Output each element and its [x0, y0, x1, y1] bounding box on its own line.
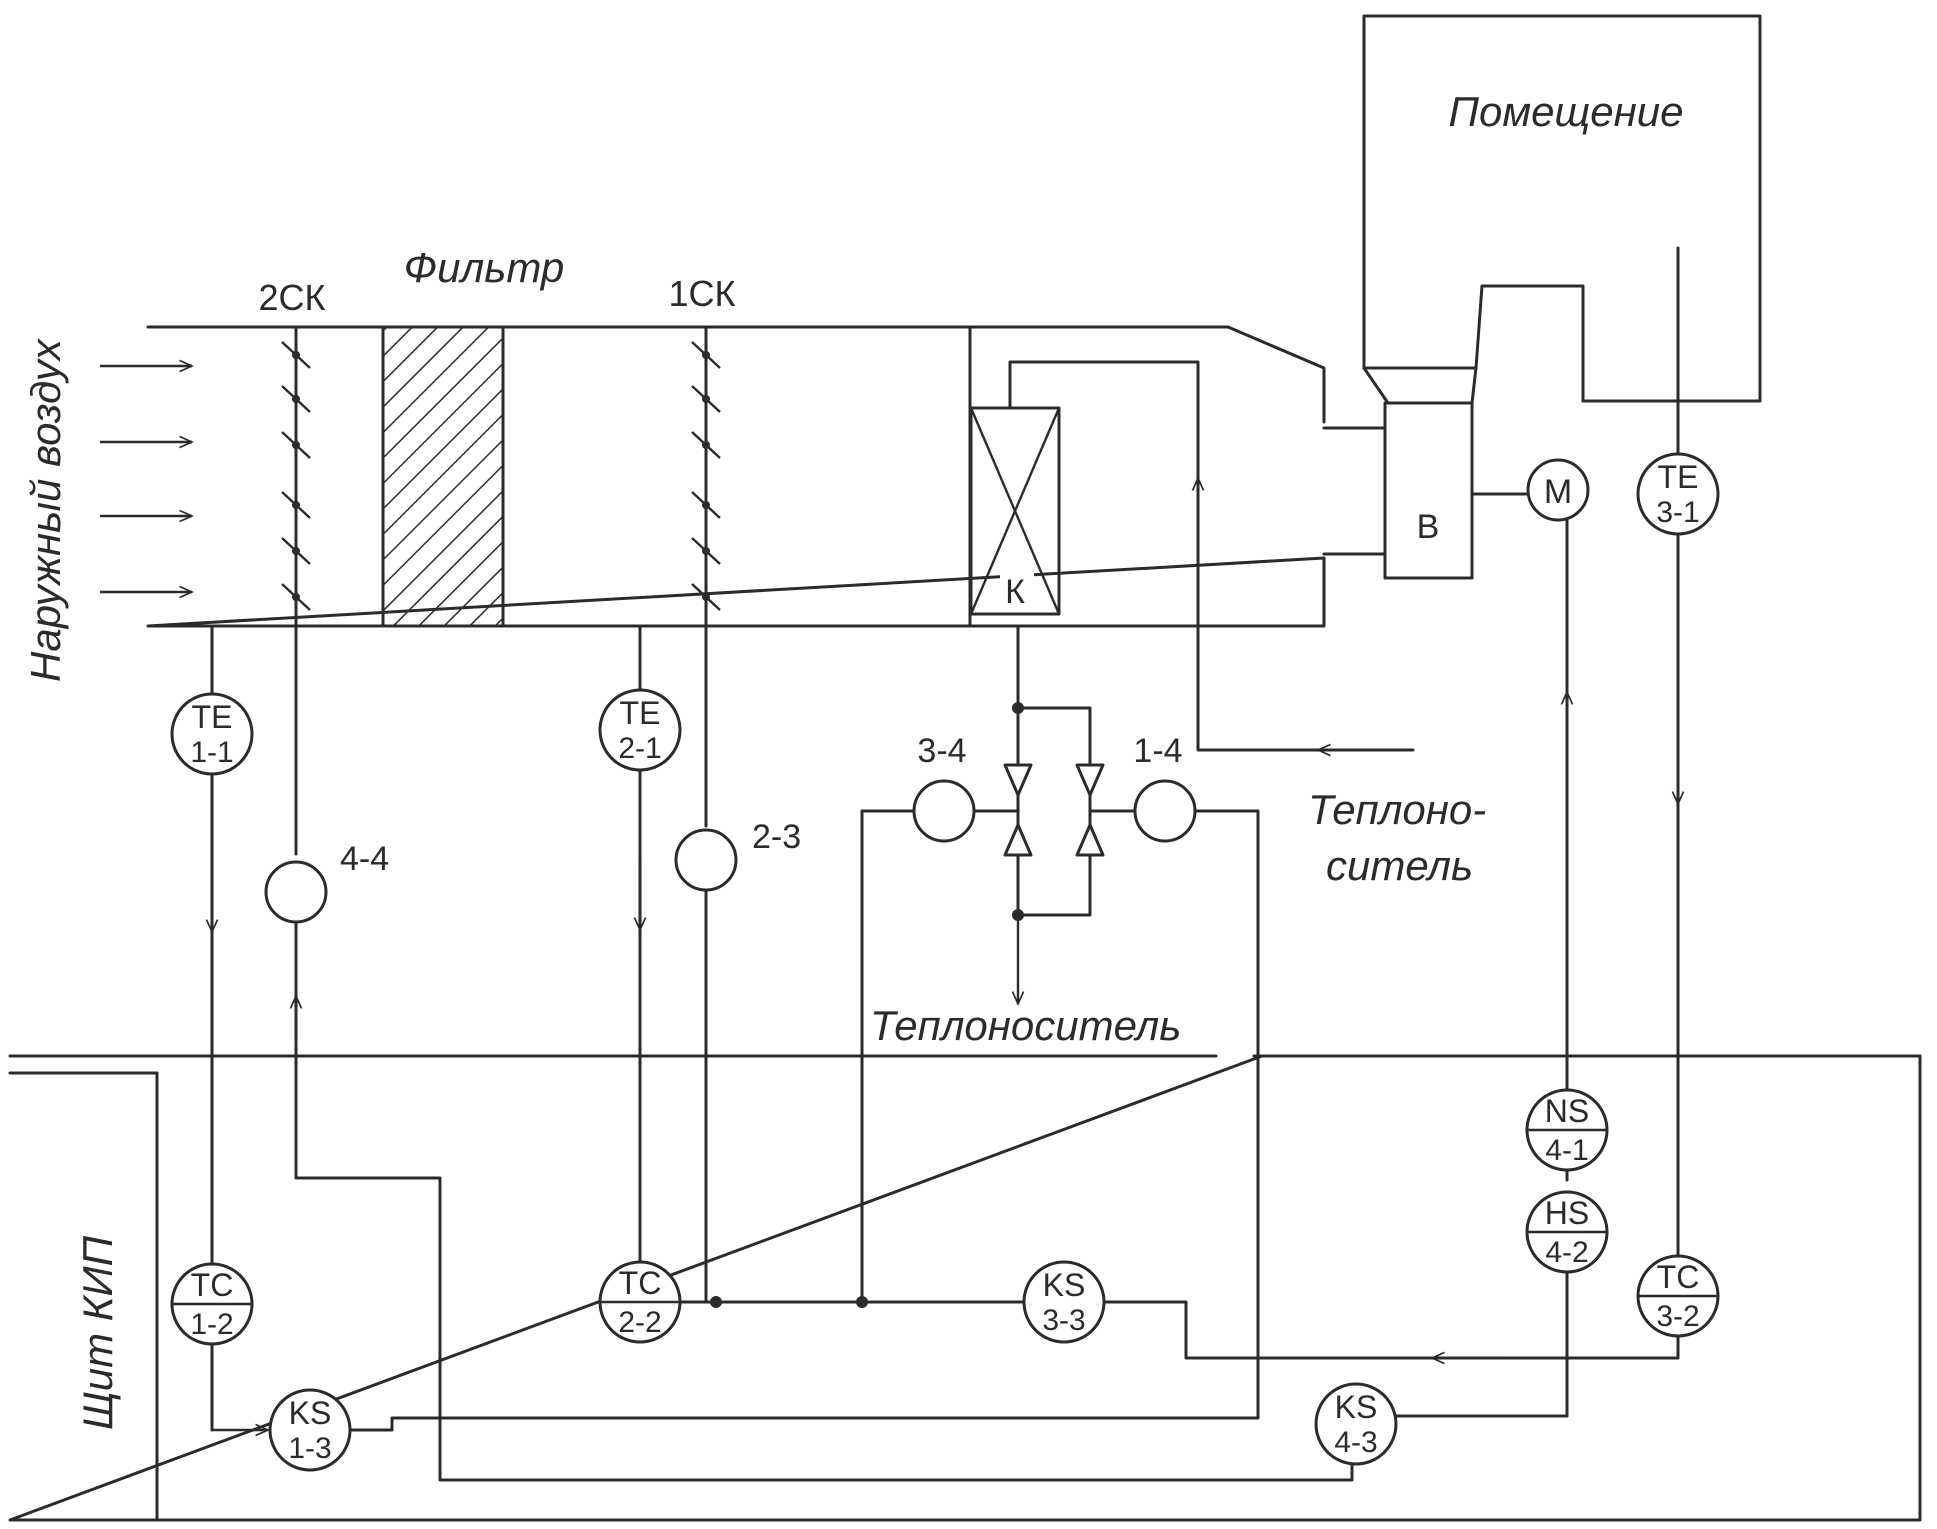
actuator-3-4-label: 3-4 — [917, 732, 966, 770]
svg-text:М: М — [1544, 473, 1572, 511]
instrument-ns-4-1: NS 4-1 — [1525, 1088, 1609, 1172]
panel-label: Щит КИП — [74, 1235, 121, 1430]
actuator-2-3-label: 2-3 — [752, 818, 801, 856]
svg-text:2-1: 2-1 — [618, 732, 661, 765]
instrument-te-1-1: TE 1-1 — [170, 692, 254, 776]
svg-text:KS: KS — [1043, 1267, 1086, 1303]
heater-label: К — [1005, 573, 1025, 611]
outside-air-label: Наружный воздух — [22, 337, 69, 682]
actuator-1-4-label: 1-4 — [1133, 732, 1182, 770]
actuator-2-3 — [674, 828, 738, 892]
air-duct — [146, 325, 1474, 628]
heater — [969, 406, 1061, 616]
svg-text:4-3: 4-3 — [1334, 1426, 1377, 1459]
valve-assembly — [974, 624, 1136, 1004]
damper-2ck-label: 2СК — [259, 277, 326, 318]
svg-text:KS: KS — [1335, 1389, 1378, 1425]
instrument-te-3-1: TE 3-1 — [1636, 452, 1720, 536]
signal-lines — [212, 246, 1678, 1482]
svg-text:TC: TC — [191, 1267, 234, 1303]
room — [1362, 14, 1762, 403]
svg-text:2-2: 2-2 — [618, 1306, 661, 1339]
svg-text:4-2: 4-2 — [1545, 1236, 1588, 1269]
svg-text:3-1: 3-1 — [1656, 496, 1699, 529]
svg-text:TE: TE — [192, 699, 233, 735]
instrument-hs-4-2: HS 4-2 — [1525, 1190, 1609, 1274]
room-label: Помещение — [1449, 88, 1684, 135]
svg-text:1-3: 1-3 — [288, 1432, 331, 1465]
svg-text:KS: KS — [289, 1395, 332, 1431]
actuator-4-4-label: 4-4 — [340, 840, 389, 878]
svg-text:HS: HS — [1545, 1195, 1589, 1231]
motor: М — [1526, 458, 1590, 522]
svg-text:TC: TC — [1657, 1259, 1700, 1295]
actuator-4-4 — [264, 860, 328, 924]
coolant-supply-label-1: Теплоно- — [1308, 786, 1486, 833]
svg-text:TE: TE — [1658, 459, 1699, 495]
svg-text:4-1: 4-1 — [1545, 1134, 1588, 1167]
svg-text:TE: TE — [620, 695, 661, 731]
instrument-tc-2-2: TC 2-2 — [598, 1260, 682, 1344]
actuator-1-4 — [1133, 779, 1197, 843]
svg-text:1-1: 1-1 — [190, 736, 233, 769]
svg-text:3-2: 3-2 — [1656, 1300, 1699, 1333]
filter-label: Фильтр — [404, 244, 564, 291]
instrument-ks-3-3: KS 3-3 — [1022, 1260, 1106, 1344]
svg-text:TC: TC — [619, 1265, 662, 1301]
damper-2ck — [281, 325, 311, 628]
filter — [381, 325, 505, 628]
instrument-tc-1-2: TC 1-2 — [170, 1262, 254, 1346]
svg-text:1-2: 1-2 — [190, 1308, 233, 1341]
coolant-supply-label-2: ситель — [1326, 842, 1473, 889]
fan-label: В — [1417, 508, 1440, 546]
instrument-tc-3-2: TC 3-2 — [1636, 1254, 1720, 1338]
inlet-arrows — [100, 366, 192, 592]
coolant-return-label: Теплоноситель — [870, 1002, 1181, 1049]
svg-text:3-3: 3-3 — [1042, 1304, 1085, 1337]
damper-1ck-label: 1СК — [669, 273, 736, 314]
svg-text:NS: NS — [1545, 1093, 1589, 1129]
instrument-ks-4-3: KS 4-3 — [1314, 1382, 1398, 1466]
damper-1ck — [691, 325, 721, 628]
fan-unit — [1362, 366, 1528, 580]
instrument-ks-1-3: KS 1-3 — [268, 1388, 352, 1472]
coolant-supply-line — [1008, 360, 1415, 750]
instrument-te-2-1: TE 2-1 — [598, 688, 682, 772]
actuator-3-4 — [912, 779, 976, 843]
